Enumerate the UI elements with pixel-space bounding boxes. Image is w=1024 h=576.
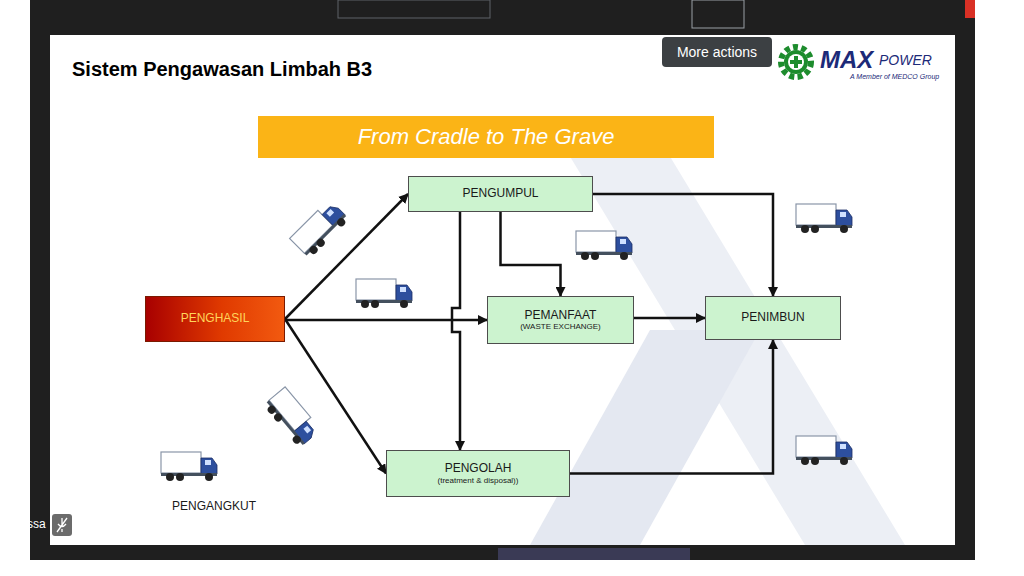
slide-title: Sistem Pengawasan Limbah B3 (72, 58, 372, 81)
flow-arrow (285, 319, 386, 474)
source-box: PENGHASIL (145, 296, 285, 342)
truck-icon (290, 199, 350, 259)
node-label: PEMANFAAT (525, 309, 597, 323)
tooltip: More actions (662, 37, 772, 67)
node-label: PENGUMPUL (462, 187, 538, 201)
truck-icon (796, 204, 852, 233)
truck-icon (576, 231, 632, 260)
truck-icon (356, 279, 412, 308)
mic-glyph (57, 518, 67, 532)
flow-arrow (285, 194, 408, 319)
logo-word: MAX (820, 47, 873, 73)
node-label: From Cradle to The Grave (358, 124, 615, 149)
call-frame (30, 0, 975, 560)
mic-icon (52, 514, 72, 536)
toolbar-field (338, 0, 490, 18)
flow-arrow (570, 340, 773, 474)
flow-arrow (634, 317, 705, 320)
node-sublabel: (treatment & disposal)) (438, 476, 519, 485)
logo-tagline: A Member of MEDCO Group (850, 73, 939, 81)
truck-icon (263, 387, 321, 449)
legend-label: PENGANGKUT (172, 500, 256, 513)
logo-word: POWER (879, 53, 932, 68)
node-label: PENIMBUN (741, 311, 804, 325)
flow-arrow (452, 212, 460, 450)
gear-logo (781, 47, 811, 77)
more-button (692, 0, 744, 28)
flow-arrow (593, 194, 773, 296)
truck-icon (796, 436, 852, 465)
node-label: More actions (677, 44, 757, 60)
process-box: PENGOLAH(treatment & disposal)) (386, 450, 570, 497)
node-label: PENGOLAH (445, 462, 512, 476)
end-call-edge (965, 0, 975, 18)
node-sublabel: (WASTE EXCHANGE) (520, 322, 601, 331)
participant-name: ssa (27, 518, 46, 531)
process-box: PEMANFAAT(WASTE EXCHANGE) (487, 296, 634, 344)
process-box: PENIMBUN (705, 296, 841, 340)
watermark-shape (530, 330, 760, 545)
process-box: PENGUMPUL (408, 176, 593, 212)
flow-arrow (501, 212, 561, 296)
flow-arrow (285, 319, 487, 322)
node-label: PENGHASIL (181, 312, 250, 326)
banner: From Cradle to The Grave (258, 116, 714, 158)
truck-icon (161, 452, 217, 481)
bottom-tab (498, 548, 690, 560)
slide (50, 35, 955, 545)
